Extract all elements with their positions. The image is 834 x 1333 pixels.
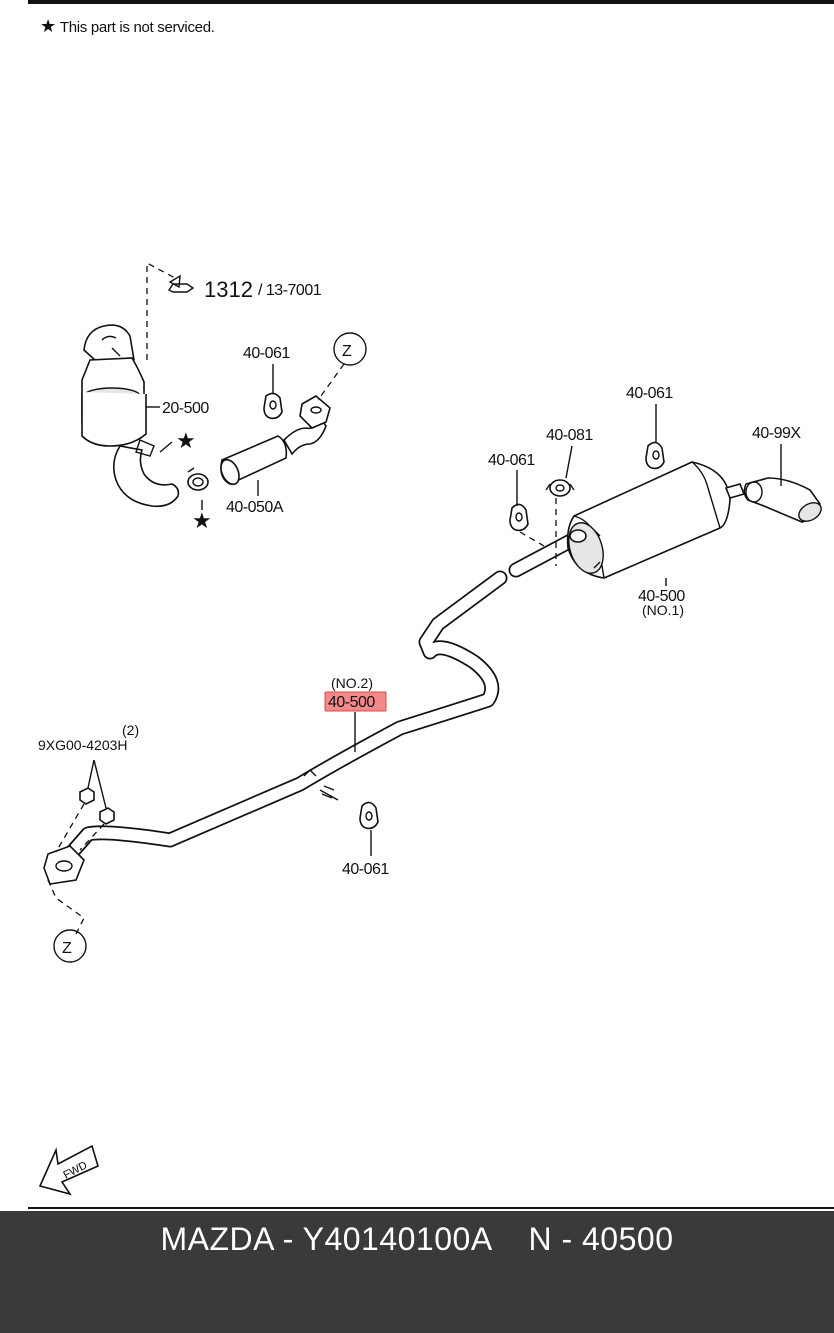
rubber-mount-rear-left: [509, 503, 529, 532]
bottom-rule: [28, 1207, 834, 1209]
rubber-mount-center: [359, 801, 379, 830]
callout-13-7001[interactable]: / 13-7001: [258, 282, 322, 299]
callout-40-050A[interactable]: 40-050A: [226, 499, 284, 516]
rubber-mount-front: [263, 392, 283, 420]
reference-arrow-icon: [146, 261, 195, 360]
center-pipe-note: (NO.2): [331, 675, 373, 691]
callout-40-500-center[interactable]: 40-500: [328, 694, 376, 711]
callout-40-99X[interactable]: 40-99X: [752, 425, 802, 442]
highlight-box: [324, 691, 387, 712]
nut-icon: [79, 787, 115, 825]
callout-9XG00-4203H[interactable]: 9XG00-4203H: [38, 737, 128, 753]
callout-40-061-rear-top[interactable]: 40-061: [626, 385, 674, 402]
front-flex-pipe: [220, 395, 331, 486]
zone-circle-top: [333, 332, 367, 366]
nut-qty: (2): [122, 722, 139, 738]
callout-1312[interactable]: 1312: [204, 277, 253, 302]
star-icon: ★: [40, 16, 56, 36]
rubber-mount-rear-top: [645, 441, 665, 470]
callout-20-500[interactable]: 20-500: [162, 400, 210, 417]
not-serviced-notice: ★This part is not serviced.: [40, 16, 215, 37]
footer-bar: MAZDA - Y40140100A N - 40500: [0, 1211, 834, 1333]
top-rule: [28, 0, 834, 4]
callout-40-061-rear-left[interactable]: 40-061: [488, 452, 536, 469]
zone-label-top: Z: [342, 343, 352, 360]
callout-40-081[interactable]: 40-081: [546, 427, 594, 444]
tail-pipe-tip: [743, 477, 822, 523]
center-pipe: [43, 570, 508, 885]
catalytic-converter: [81, 324, 180, 508]
star-icon: ★: [192, 508, 212, 533]
callout-40-061-center[interactable]: 40-061: [342, 861, 390, 878]
clamp-front: [187, 467, 209, 510]
part-number-caption: MAZDA - Y40140100A N - 40500: [160, 1221, 674, 1257]
zone-circle-bottom: [53, 929, 87, 963]
star-icon: ★: [176, 428, 196, 453]
clamp-rear: [545, 479, 575, 497]
callout-40-061-front[interactable]: 40-061: [243, 345, 291, 362]
fwd-arrow-icon: FWD: [38, 1144, 99, 1196]
zone-label-bottom: Z: [62, 940, 72, 957]
rear-muffler: [566, 461, 746, 579]
rear-muffler-note: (NO.1): [642, 602, 684, 618]
diagram-sheet: ★This part is not serviced. 1312 / 13-70…: [28, 0, 834, 1209]
callout-40-500-rear[interactable]: 40-500: [638, 588, 686, 605]
exhaust-diagram: 1312 / 13-7001 20-500 ★ 40-050A: [38, 261, 822, 1196]
notice-text: This part is not serviced.: [59, 19, 215, 36]
